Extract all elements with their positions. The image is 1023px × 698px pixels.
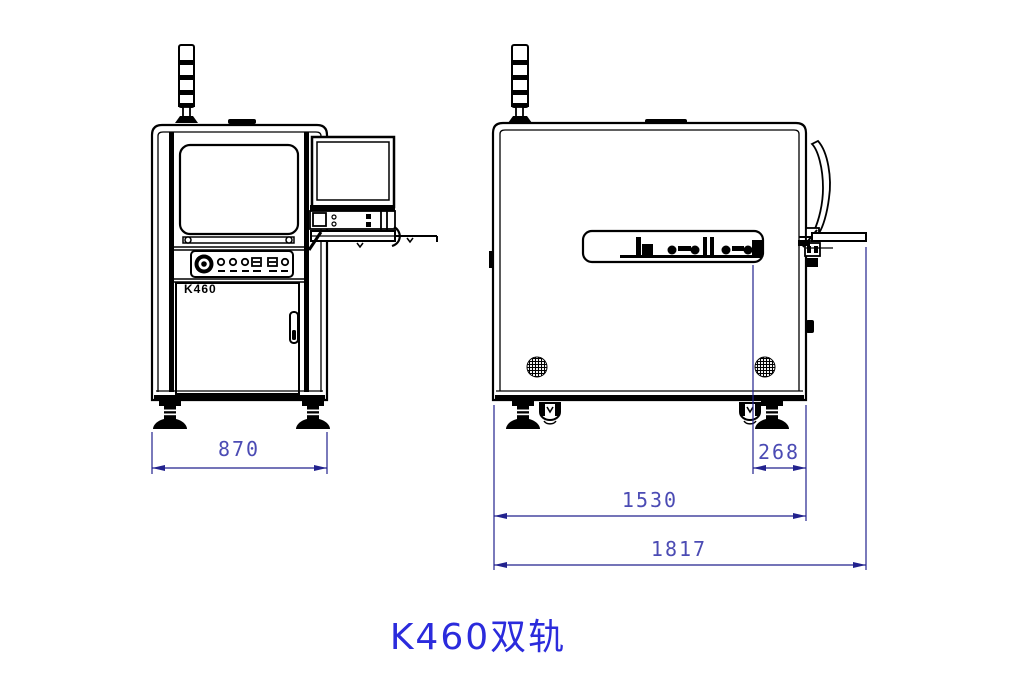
panel-buttons <box>216 257 290 267</box>
front-base <box>154 390 325 401</box>
signal-tower-icon <box>508 44 532 123</box>
dimension-annotations <box>151 247 867 570</box>
extension-lines <box>151 247 867 570</box>
leveling-foot <box>296 401 330 429</box>
caster-wheel <box>739 402 761 425</box>
drawing-title: K460双轨 <box>389 617 567 658</box>
fan-vent-icon <box>754 356 776 378</box>
signal-tower-icon <box>175 44 198 123</box>
side-view-drawing <box>489 44 867 429</box>
viewing-window <box>178 143 300 236</box>
monitor-assembly <box>307 135 438 251</box>
button-labels <box>218 270 288 272</box>
dimension-label-1530: 1530 <box>621 488 679 512</box>
caster-wheel <box>539 402 561 425</box>
door-handle <box>289 311 299 344</box>
conveyor-slot <box>581 229 765 264</box>
emergency-knob-icon <box>194 254 214 274</box>
side-monitor <box>798 139 867 333</box>
leveling-foot <box>153 401 187 429</box>
service-door <box>175 282 300 395</box>
window-sill-strip <box>182 236 295 244</box>
leveling-foot <box>506 401 540 429</box>
dimension-label-870: 870 <box>217 437 261 461</box>
dimension-label-268: 268 <box>757 440 801 464</box>
control-panel <box>190 250 294 278</box>
side-keyboard-tray <box>798 232 867 249</box>
dimension-label-1817: 1817 <box>650 537 708 561</box>
front-view-drawing <box>150 44 438 429</box>
keyboard-tray <box>307 226 438 251</box>
leveling-foot <box>755 401 789 429</box>
fan-vent-icon <box>526 356 548 378</box>
rail-components <box>620 237 762 258</box>
side-panel-box <box>806 320 814 333</box>
side-base <box>495 390 804 401</box>
machine-model-label: K460 <box>184 282 217 296</box>
